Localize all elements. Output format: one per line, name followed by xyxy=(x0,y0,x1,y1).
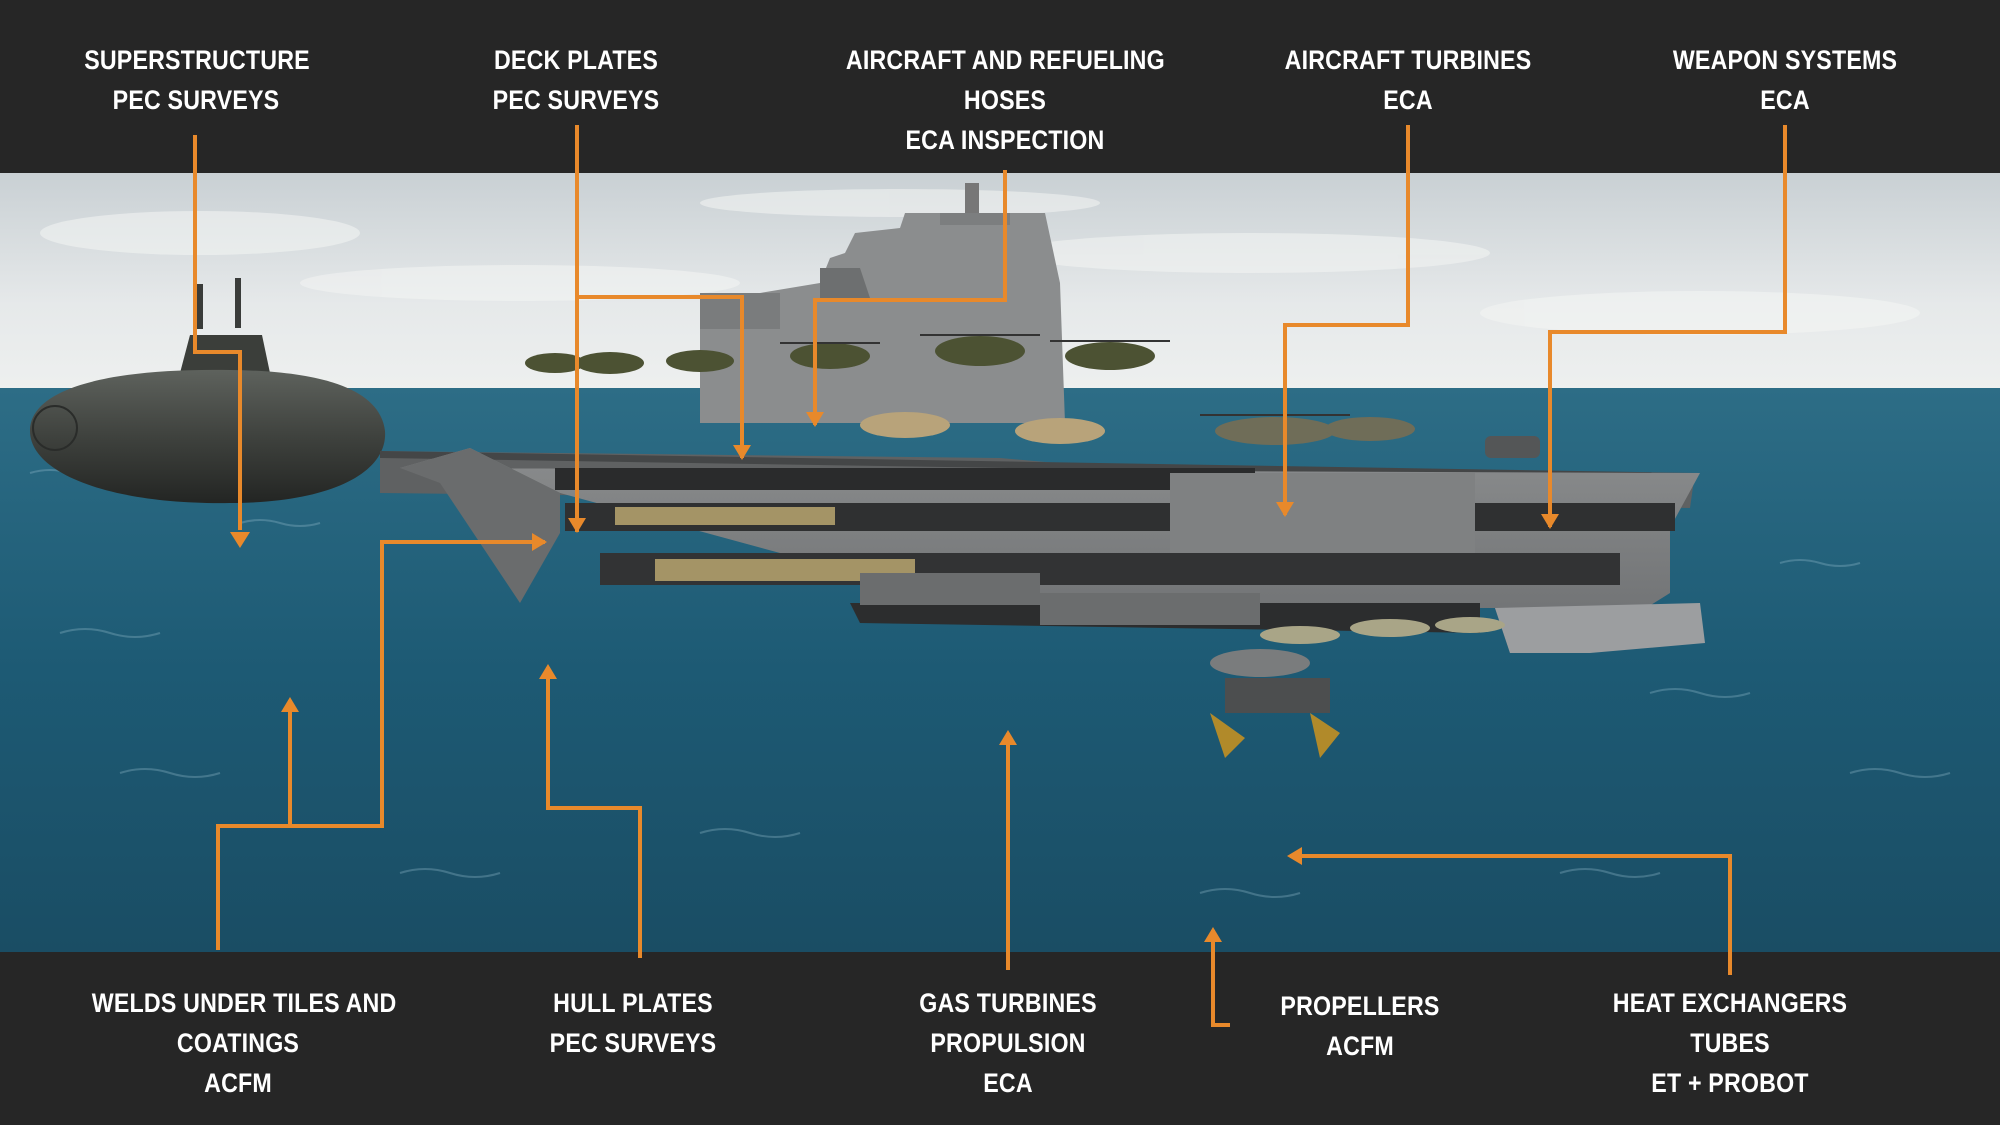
callout-line: HULL PLATES xyxy=(553,988,713,1018)
callout-line: PEC SURVEYS xyxy=(549,1028,717,1058)
callout-line: DECK PLATES xyxy=(493,45,659,75)
callout-hull-plates: HULL PLATES PEC SURVEYS xyxy=(521,983,745,1063)
callout-line: SUPERSTRUCTURE xyxy=(84,45,310,75)
callout-line: TUBES xyxy=(1690,1028,1770,1058)
callout-deck-plates: DECK PLATES PEC SURVEYS xyxy=(464,40,688,120)
callout-line: PROPULSION xyxy=(930,1028,1086,1058)
callout-weapon-systems: WEAPON SYSTEMS ECA xyxy=(1656,40,1914,120)
callout-line: GAS TURBINES xyxy=(919,988,1097,1018)
callout-line: ECA INSPECTION xyxy=(905,125,1105,155)
callout-line: ET + PROBOT xyxy=(1651,1068,1809,1098)
callout-line: ECA xyxy=(983,1068,1033,1098)
callout-line: HOSES xyxy=(963,85,1047,115)
bottom-label-band xyxy=(0,952,2000,1125)
callout-heat-exchangers: HEAT EXCHANGERS TUBES ET + PROBOT xyxy=(1601,983,1859,1103)
callout-line: WELDS UNDER TILES AND xyxy=(91,988,397,1018)
callout-propellers: PROPELLERS ACFM xyxy=(1248,986,1472,1066)
callout-superstructure: SUPERSTRUCTURE PEC SURVEYS xyxy=(84,40,310,120)
callout-gas-turbines: GAS TURBINES PROPULSION ECA xyxy=(896,983,1120,1103)
callout-line: WEAPON SYSTEMS xyxy=(1672,45,1898,75)
weapon-mount xyxy=(1485,436,1540,458)
callout-line: COATINGS xyxy=(176,1028,300,1058)
callout-line: PEC SURVEYS xyxy=(492,85,660,115)
callout-line: ECA xyxy=(1383,85,1433,115)
callout-aircraft-turbines: AIRCRAFT TURBINES ECA xyxy=(1270,40,1545,120)
callout-line: ECA xyxy=(1760,85,1810,115)
callout-aircraft-hoses: AIRCRAFT AND REFUELING HOSES ECA INSPECT… xyxy=(845,40,1165,160)
callout-line: AIRCRAFT TURBINES xyxy=(1284,45,1532,75)
callout-line: PROPELLERS xyxy=(1280,991,1440,1021)
callout-line: AIRCRAFT AND REFUELING xyxy=(845,45,1165,75)
callout-line: ACFM xyxy=(1326,1031,1394,1061)
callout-welds: WELDS UNDER TILES AND COATINGS ACFM xyxy=(91,983,397,1103)
ship-cutaway-illustration xyxy=(0,173,2000,952)
callout-line: HEAT EXCHANGERS xyxy=(1612,988,1848,1018)
propeller-unit xyxy=(1210,649,1340,758)
callout-line: ACFM xyxy=(204,1068,272,1098)
callout-line: PEC SURVEYS xyxy=(112,85,280,115)
